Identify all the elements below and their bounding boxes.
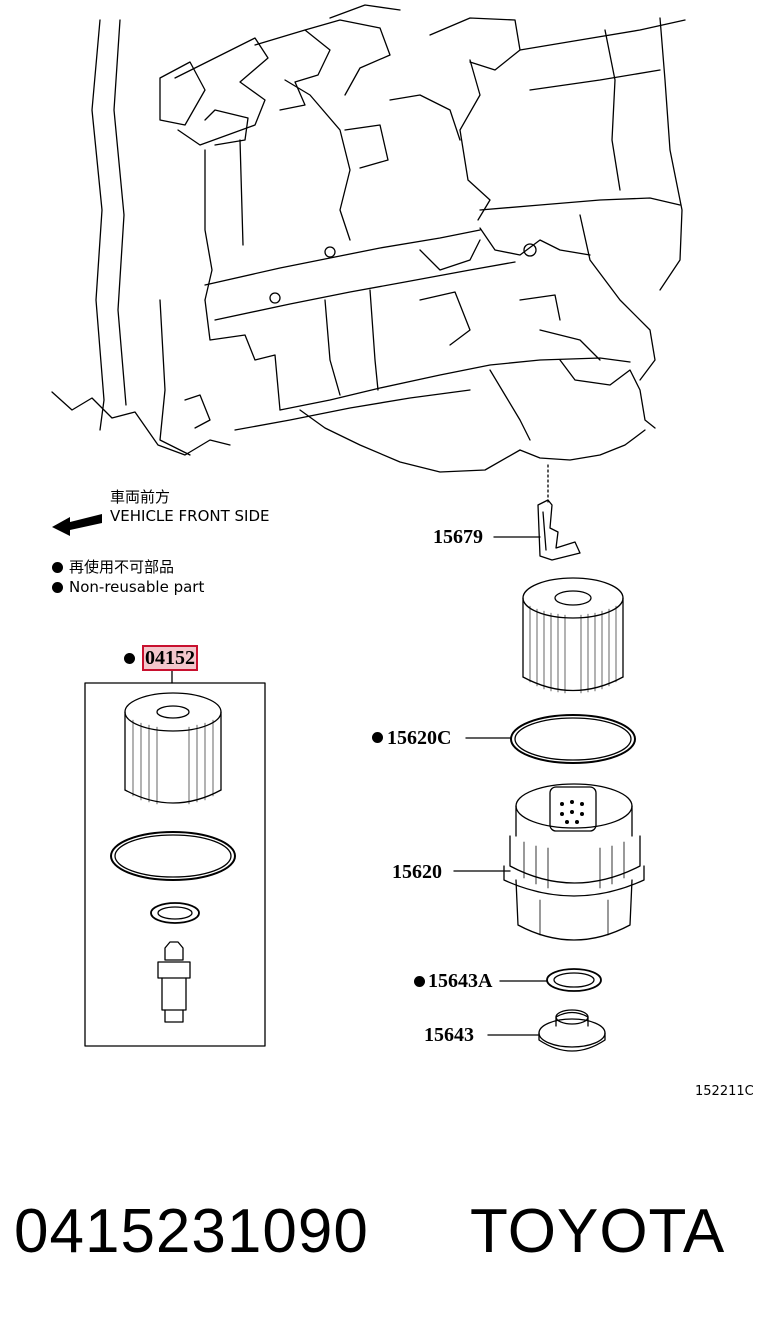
non-reusable-bullet-icon [52, 582, 63, 593]
part-label-kit[interactable]: 04152 [142, 645, 198, 671]
non-reusable-bullet-icon [52, 562, 63, 573]
o-ring-15620c-drawing [465, 714, 636, 764]
part-label-o-ring[interactable]: 15620C [387, 727, 452, 749]
direction-label-english: VEHICLE FRONT SIDE [110, 507, 270, 525]
engine-block-illustration [51, 4, 686, 473]
caption-brand: TOYOTA [470, 1197, 726, 1266]
kit-04152-box [84, 665, 266, 1047]
part-label-filter-cap[interactable]: 15620 [392, 861, 442, 883]
part-label-bracket[interactable]: 15679 [433, 526, 483, 548]
gasket-15643a-drawing [499, 968, 602, 992]
non-reusable-marker-icon [372, 732, 383, 743]
bracket-15679-drawing [493, 499, 581, 561]
caption-part-number: 0415231090 [14, 1197, 369, 1266]
direction-label-japanese: 車両前方 [110, 488, 171, 506]
part-label-drain-plug[interactable]: 15643 [424, 1024, 474, 1046]
part-label-gasket[interactable]: 15643A [428, 970, 493, 992]
non-reusable-marker-icon [414, 976, 425, 987]
legend-label-japanese: 再使用不可部品 [69, 558, 175, 576]
drain-plug-15643-drawing [487, 1009, 606, 1052]
figure-code: 152211C [695, 1084, 754, 1099]
filter-cap-15620-drawing [453, 783, 645, 941]
filter-element-drawing [522, 577, 624, 694]
legend-label-english: Non-reusable part [69, 578, 205, 596]
non-reusable-marker-icon [124, 653, 135, 664]
front-arrow-icon [52, 514, 102, 536]
